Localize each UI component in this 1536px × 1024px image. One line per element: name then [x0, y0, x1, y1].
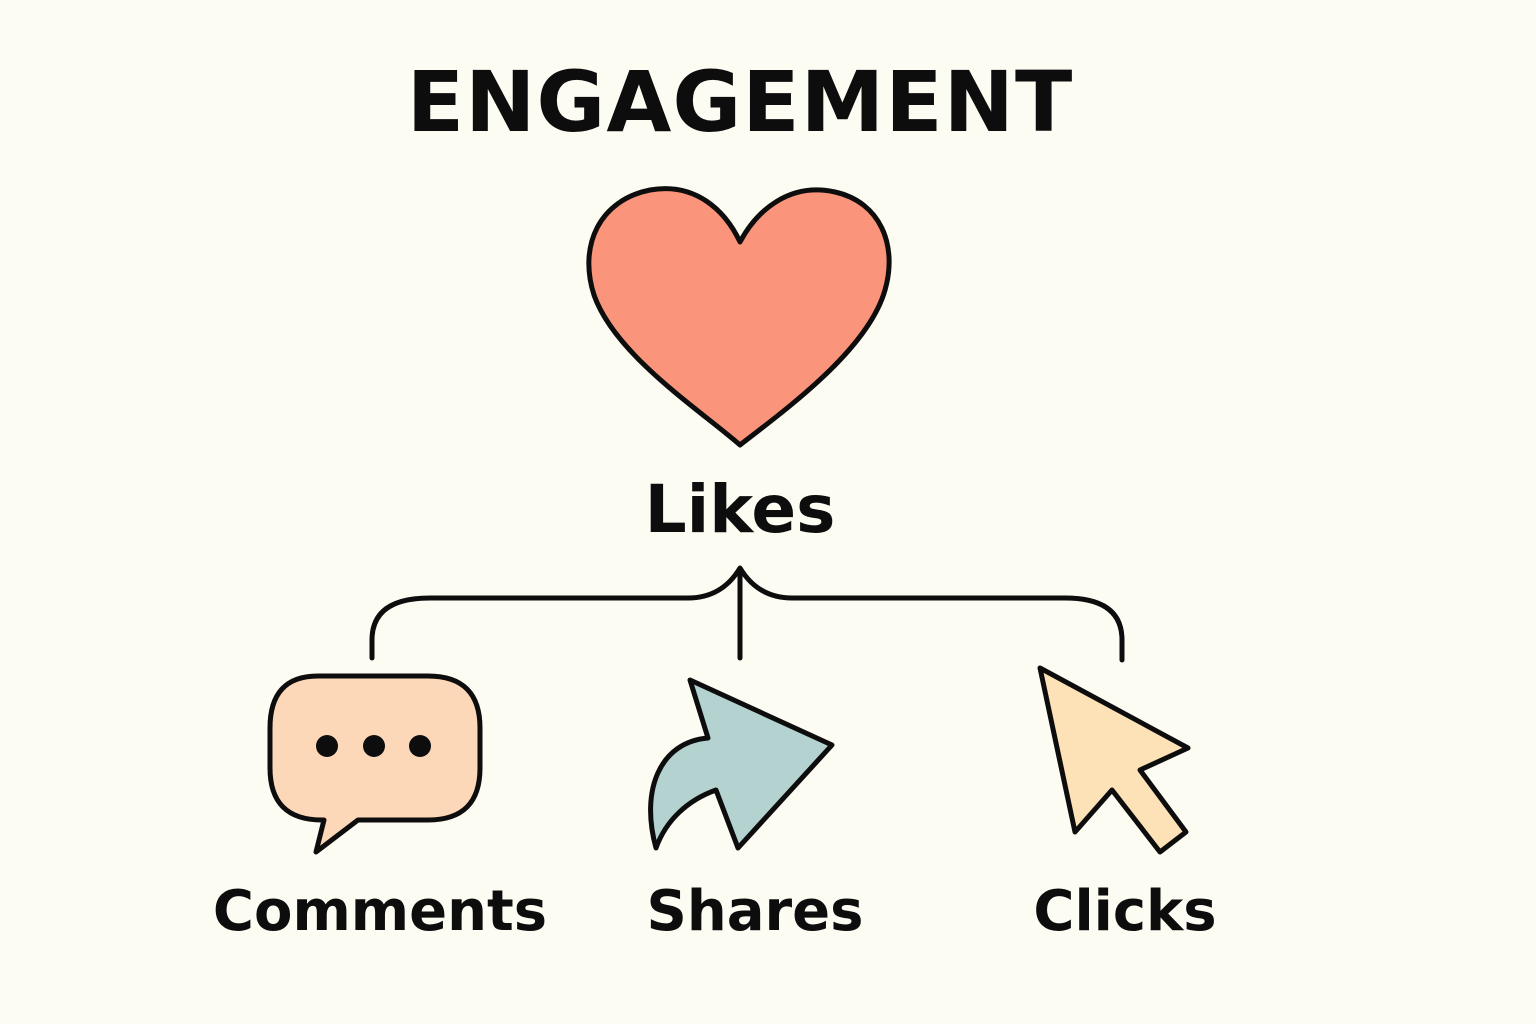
shares-label: Shares	[646, 879, 864, 944]
share-arrow-icon	[648, 677, 835, 851]
cursor-icon	[1037, 665, 1191, 855]
heart-icon	[586, 186, 892, 448]
connector-lines	[369, 565, 1125, 663]
diagram-title: ENGAGEMENT	[406, 53, 1074, 151]
clicks-label: Clicks	[1033, 879, 1217, 944]
likes-label: Likes	[644, 471, 836, 548]
comments-label: Comments	[212, 879, 548, 944]
speech-bubble-icon	[267, 673, 483, 855]
